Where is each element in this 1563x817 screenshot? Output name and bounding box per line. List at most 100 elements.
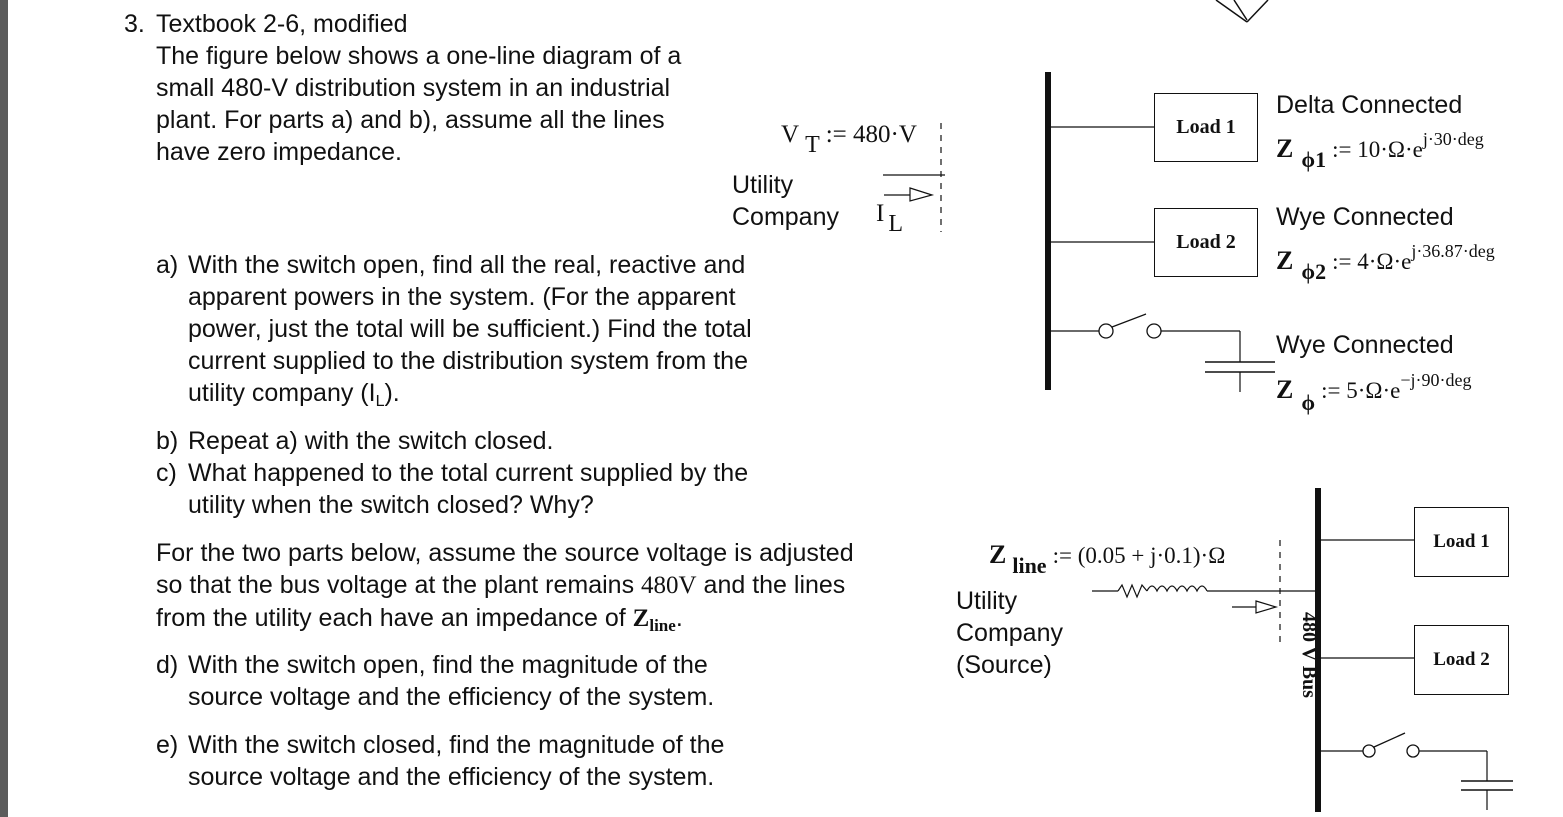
load2-connection: Wye Connected [1276,203,1454,231]
current-arrow2-icon [1255,600,1279,614]
load2-box: Load 2 [1154,208,1258,277]
part-a-line: current supplied to the distribution sys… [188,347,748,375]
part-d-label: d) [156,651,179,679]
z2-symbol: Z [1276,246,1294,275]
zline-symbol: Z [632,605,650,632]
current-arrow-icon [909,187,935,202]
zline-eq-subscript: line [1012,553,1047,578]
z1-symbol: Z [1276,134,1294,163]
part-e-line: source voltage and the efficiency of the… [188,763,715,791]
para2-line: so that the bus voltage at the plant rem… [156,569,854,602]
part-a-line: power, just the total will be sufficient… [188,315,752,343]
part-a-last-suffix: ). [384,379,400,407]
diagram1-lines [883,72,1275,392]
bus-voltage-value: 480V [641,572,697,599]
switch2-contact-left [1362,744,1376,758]
z3-subscript: ϕ [1301,390,1316,415]
part-c-label: c) [156,459,177,487]
switch-contact-left [1098,323,1114,339]
part-e-label: e) [156,731,179,759]
window-edge [0,0,8,817]
load1-connection: Delta Connected [1276,91,1463,119]
inductor-coil [1146,585,1208,593]
load2-box-label: Load 2 [1176,231,1236,253]
vt-subscript: T [805,132,820,158]
load2-box-2: Load 2 [1414,625,1509,695]
para2-line: For the two parts below, assume the sour… [156,539,854,567]
utility-label-line: Utility [732,171,794,199]
intro-text: The figure below shows a one-line diagra… [156,40,681,168]
intro-line: small 480-V distribution system in an in… [156,74,671,102]
switch-blade [1111,313,1147,328]
para2-line2-suffix: and the lines [696,571,846,599]
z3-symbol: Z [1276,375,1294,404]
z2-subscript: ϕ2 [1301,259,1327,284]
intro-line: have zero impedance. [156,138,402,166]
utility-label-line: Company [732,203,839,231]
part-b-text: Repeat a) with the switch closed. [188,427,554,455]
switch-contact-right [1146,323,1162,339]
intro-line: plant. For parts a) and b), assume all t… [156,106,665,134]
part-c-line: What happened to the total current suppl… [188,459,749,487]
zline-eq-symbol: Z [989,540,1007,569]
load1-box-2: Load 1 [1414,507,1509,577]
part-e-line: With the switch closed, find the magnitu… [188,731,725,759]
intro-line: The figure below shows a one-line diagra… [156,42,682,70]
load1-box: Load 1 [1154,93,1258,162]
diagram2-lines [1092,488,1513,812]
z1-value: := 10·Ω·e [1332,137,1423,162]
part-a-last-sub: L [375,392,385,410]
il-subscript: L [888,211,903,237]
z1-subscript: ϕ1 [1301,147,1327,172]
source-label-line: (Source) [956,651,1052,679]
z2-exponent: j·36.87·deg [1411,241,1495,261]
part-b-label: b) [156,427,179,455]
part-c-text: What happened to the total current suppl… [188,457,748,521]
load1-box-label: Load 1 [1176,116,1236,138]
z3-exponent: −j·90·deg [1400,370,1472,390]
part-d-line: With the switch open, find the magnitude… [188,651,708,679]
z2-value: := 4·Ω·e [1332,249,1412,274]
para2-line: from the utility each have an impedance … [156,602,854,642]
z1-exponent: j·30·deg [1422,129,1484,149]
switch2-contact-right [1406,744,1420,758]
part-d-line: source voltage and the efficiency of the… [188,683,715,711]
vt-symbol: V [781,121,800,148]
para2-line2-prefix: so that the bus voltage at the plant rem… [156,571,642,599]
part-a-last-prefix: utility company (I [188,379,376,407]
part-a-line: apparent powers in the system. (For the … [188,283,736,311]
part-a-line: With the switch open, find all the real,… [188,251,746,279]
switch2-blade [1373,732,1406,748]
para2-line3-suffix: . [675,604,683,632]
source-label-line: Company [956,619,1063,647]
part-c-line: utility when the switch closed? Why? [188,491,594,519]
problem-title: Textbook 2-6, modified [156,10,408,38]
load2-box-2-label: Load 2 [1433,649,1490,670]
part-d-text: With the switch open, find the magnitude… [188,649,714,713]
bus-label: 480 V Bus [1298,612,1320,698]
il-symbol: I [876,200,885,227]
part-a-line: utility company (IL). [188,377,752,418]
zline-eq-value: := (0.05 + j·0.1)·Ω [1052,543,1226,568]
source-label-line: Utility [956,587,1018,615]
utility-company-label: Utility Company [732,169,839,233]
z3-value: := 5·Ω·e [1321,378,1401,403]
part-e-text: With the switch closed, find the magnitu… [188,729,724,793]
para2-line3-prefix: from the utility each have an impedance … [156,604,633,632]
part-a-text: With the switch open, find all the real,… [188,249,752,418]
load1-box-2-label: Load 1 [1433,531,1490,552]
resistor-zigzag [1117,583,1148,599]
zline-subscript: line [649,616,676,636]
utility-source-label: Utility Company (Source) [956,585,1063,681]
para2-text: For the two parts below, assume the sour… [156,537,854,642]
part-a-label: a) [156,251,179,279]
cropped-triangle-shape [1215,0,1269,23]
problem-number: 3. [124,10,145,38]
vt-value: := 480·V [825,121,917,148]
